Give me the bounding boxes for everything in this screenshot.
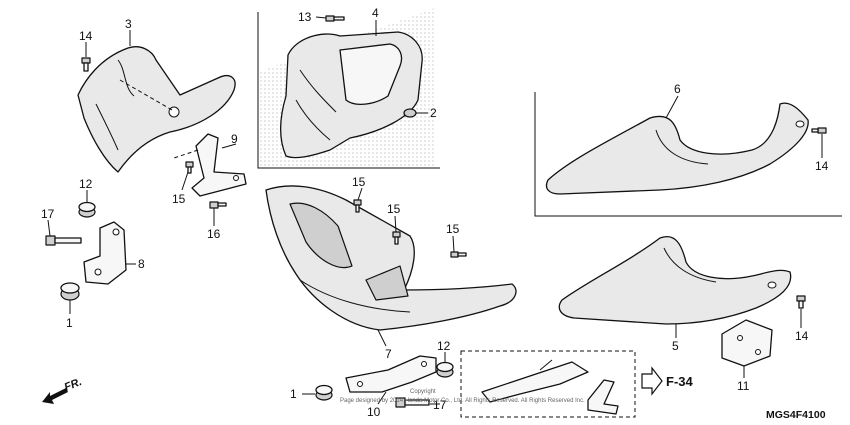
part-7-under-cowl bbox=[265, 185, 517, 331]
callout-15-c: 15 bbox=[446, 222, 460, 236]
group-frame-4 bbox=[257, 12, 440, 169]
part-10-bracket bbox=[345, 355, 437, 393]
callout-2: 2 bbox=[430, 106, 437, 120]
part-14-screw-right-lower bbox=[796, 295, 806, 309]
callout-10: 10 bbox=[367, 405, 381, 419]
part-12-collar-right bbox=[436, 361, 454, 378]
front-marker: FR. bbox=[42, 376, 84, 404]
callout-15-b: 15 bbox=[387, 202, 401, 216]
part-9-stay bbox=[191, 133, 247, 197]
callout-16: 16 bbox=[207, 227, 221, 241]
reference-arrow-icon bbox=[641, 366, 663, 396]
callout-9: 9 bbox=[231, 132, 238, 146]
part-12-collar-left bbox=[78, 201, 96, 218]
detail-box bbox=[460, 350, 636, 418]
callout-6: 6 bbox=[674, 82, 681, 96]
part-15-screw-d bbox=[185, 161, 194, 174]
callout-12-right: 12 bbox=[437, 339, 451, 353]
part-13-screw bbox=[325, 15, 345, 22]
leader-lines bbox=[47, 16, 823, 405]
part-14-screw-top bbox=[81, 57, 91, 72]
part-4-upper-inner-cowl bbox=[280, 31, 423, 159]
group-frame-6 bbox=[534, 92, 842, 217]
part-6-lower-cowl-right bbox=[545, 102, 809, 195]
part-16-screw bbox=[209, 201, 227, 209]
part-15-screw-c bbox=[450, 251, 467, 258]
callout-3: 3 bbox=[125, 17, 132, 31]
callout-17-left: 17 bbox=[41, 207, 55, 221]
part-1-grommet-bottom bbox=[315, 384, 333, 401]
part-5-lower-cowl-left bbox=[558, 236, 792, 325]
reference-label: F-34 bbox=[666, 374, 694, 389]
callout-14-right-lower: 14 bbox=[795, 329, 809, 343]
callout-5: 5 bbox=[672, 339, 679, 353]
part-1-grommet-left bbox=[60, 282, 80, 301]
part-11-bracket bbox=[721, 319, 773, 367]
callout-13: 13 bbox=[298, 10, 312, 24]
callout-4: 4 bbox=[372, 6, 379, 20]
callout-14-right-upper: 14 bbox=[815, 159, 829, 173]
part-14-screw-right-upper bbox=[811, 127, 827, 134]
callout-11: 11 bbox=[737, 379, 750, 393]
reference-f34: F-34 bbox=[641, 366, 694, 396]
copyright-short: Copyright bbox=[410, 389, 436, 395]
callout-8: 8 bbox=[138, 257, 145, 271]
callout-17-bottom: 17 bbox=[433, 398, 447, 412]
part-15-screw-b bbox=[392, 231, 401, 245]
part-17-bolt-bottom bbox=[395, 397, 430, 408]
callout-15-a: 15 bbox=[352, 175, 366, 189]
part-8-bracket bbox=[83, 221, 127, 285]
callout-12-left: 12 bbox=[79, 177, 93, 191]
part-15-screw-a bbox=[353, 199, 362, 213]
callout-14-top: 14 bbox=[79, 29, 93, 43]
front-marker-label: FR. bbox=[63, 376, 84, 394]
callout-1-bottom: 1 bbox=[290, 387, 297, 401]
callout-7: 7 bbox=[385, 347, 392, 361]
front-arrow-icon bbox=[42, 388, 68, 404]
copyright-notice: Page designed by 2014 Honda Motor Co., L… bbox=[340, 398, 585, 404]
part-17-bolt-left bbox=[45, 235, 82, 246]
callout-numbers: 3 14 13 4 2 6 14 9 15 15 12 16 15 17 15 … bbox=[41, 6, 829, 419]
part-2-grommet bbox=[403, 108, 417, 118]
callout-1-left: 1 bbox=[66, 316, 73, 330]
callout-15-d: 15 bbox=[172, 192, 186, 206]
detail-bracket bbox=[481, 359, 619, 415]
diagram-code: MGS4F4100 bbox=[766, 409, 826, 421]
